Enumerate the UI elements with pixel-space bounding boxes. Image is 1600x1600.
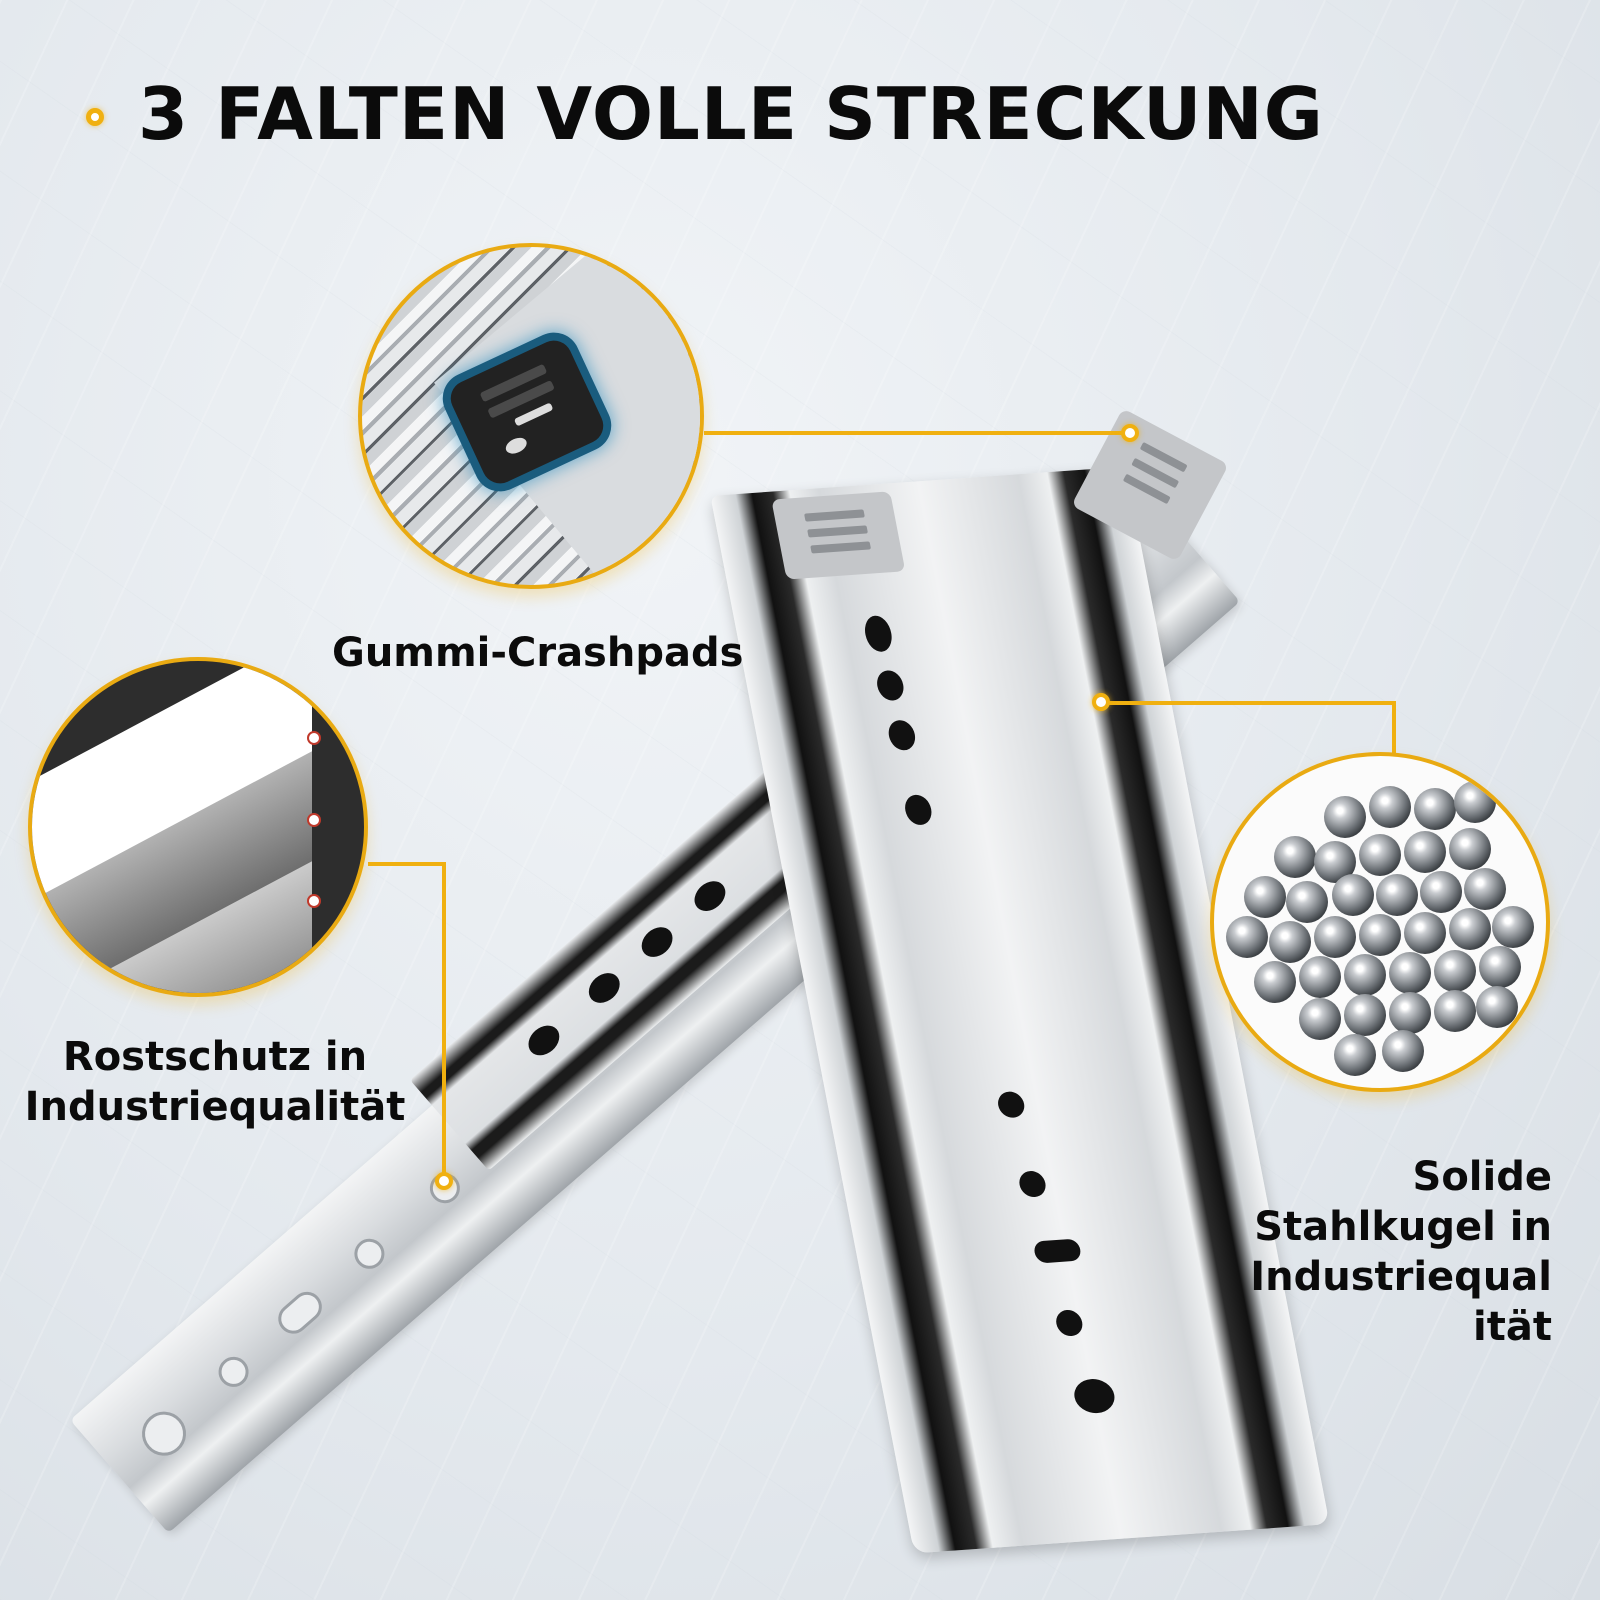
rust-connector-line-v — [442, 862, 446, 1178]
rail-hole — [635, 921, 679, 964]
rust-connector-line-h — [368, 862, 446, 866]
rail-hole — [886, 719, 918, 752]
rail-hole — [1017, 1170, 1048, 1198]
balls-connector-line-v — [1392, 701, 1396, 755]
rail-hole — [874, 669, 907, 702]
rust-protection-closeup-image — [28, 657, 368, 997]
mounting-slot — [272, 1285, 329, 1340]
rail-slot — [1032, 1238, 1083, 1264]
crashpad-closeup-image — [358, 243, 704, 589]
rail-hole — [902, 794, 935, 826]
rust-protection-label: Rostschutz in Industriequalität — [24, 1034, 406, 1130]
layer-marker-icon — [307, 813, 321, 827]
layer-marker-icon — [307, 894, 321, 908]
crashpad-connector-line — [704, 431, 1129, 435]
page-title: 3 FALTEN VOLLE STRECKUNG — [138, 72, 1324, 156]
mounting-hole — [348, 1232, 391, 1275]
rail-hole — [1071, 1377, 1118, 1415]
crash-pad-stopper — [771, 491, 906, 580]
steel-balls-closeup-image — [1210, 752, 1550, 1092]
rail-hole — [1053, 1309, 1085, 1337]
rail-hole — [862, 614, 895, 653]
title-bullet-icon — [86, 108, 104, 126]
rail-hole — [522, 1019, 566, 1062]
crashpads-label: Gummi-Crashpads — [332, 630, 744, 676]
crashpad-connector-dot — [1121, 424, 1139, 442]
rail-hole — [688, 875, 732, 918]
steel-balls-label: Solide Stahlkugel in Industriequal ität — [1250, 1154, 1552, 1350]
mounting-hole — [212, 1350, 255, 1394]
balls-connector-line-h — [1104, 701, 1396, 705]
rust-connector-dot — [435, 1172, 453, 1190]
rail-hole — [582, 967, 626, 1009]
mounting-hole — [132, 1402, 196, 1465]
balls-connector-dot — [1092, 693, 1110, 711]
rail-hole — [995, 1090, 1027, 1119]
layer-marker-icon — [307, 731, 321, 745]
